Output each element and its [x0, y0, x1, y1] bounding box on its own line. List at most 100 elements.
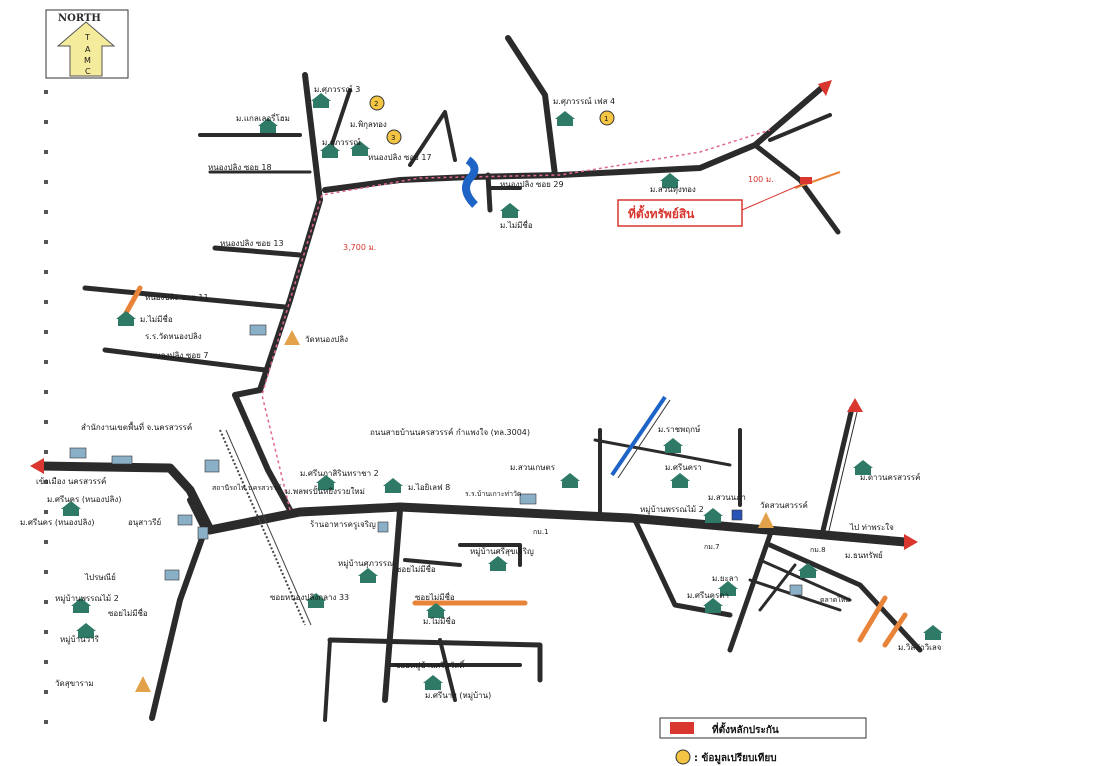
- soi-label: หนองปลิง ซอย 7: [150, 351, 208, 360]
- road-north-south: [232, 72, 323, 513]
- road-right-9: [758, 563, 797, 612]
- house-icon: [488, 556, 508, 571]
- road-upper-right-branch: [768, 113, 832, 142]
- house-icon: [663, 438, 683, 453]
- village-label: ม.สวนนภา: [708, 493, 746, 502]
- village-label: หมู่บ้านศุภวรรณ: [338, 559, 395, 569]
- village-label: หมู่บ้านพรรณไม้ 2: [55, 594, 119, 604]
- place-label: ร.ร.บ้านเกาะท่าวัด: [465, 490, 521, 498]
- village-label: ม.ศุภวรรณ์ 3: [314, 84, 360, 94]
- village-label: ม.ยะลา: [712, 574, 738, 583]
- road-soi-13: [212, 245, 303, 258]
- road-network: [35, 35, 923, 722]
- house-icon: [703, 598, 723, 613]
- house-icon: [670, 473, 690, 488]
- house-icon: [358, 568, 378, 583]
- marker-label: 1: [604, 115, 608, 123]
- legend-subject-label: ที่ตั้งหลักประกัน: [712, 722, 779, 736]
- soi-label: หนองปลิง ซอย 13: [220, 239, 284, 248]
- road-right-6: [767, 542, 923, 653]
- arrow-up-right: [818, 80, 832, 96]
- road-right-5: [727, 532, 773, 653]
- house-icon: [718, 581, 738, 596]
- road-upper-left-3: [408, 110, 457, 167]
- comparable-markers: 2 3 1: [369, 95, 615, 145]
- village-label: ม.ศรีนครดา: [687, 591, 729, 600]
- village-label: ม.พลพรปั้นหยิงรวยใหม่: [285, 485, 365, 496]
- road-soi-7: [102, 347, 268, 373]
- road-south-2: [327, 637, 543, 683]
- marker-label: 2: [374, 100, 378, 108]
- legend-marker-swatch: [675, 749, 691, 765]
- railway: [219, 429, 312, 626]
- village-label: หมู่บ้านพรรณไม้ 2: [640, 505, 704, 515]
- building-icon: [197, 526, 209, 540]
- map-labels: ม.แกลเลอรี่โฮม ม.ศุภวรรณ์ 3 ม.ศุภวรรณ์ ม…: [20, 84, 942, 701]
- direction-label: ไป ท่าพระใจ: [849, 523, 894, 532]
- arrow-up: [847, 398, 863, 412]
- main-road: [35, 461, 910, 547]
- building-icon: [377, 521, 389, 533]
- building-icon: [164, 569, 180, 581]
- compass-letter: C: [85, 67, 91, 76]
- canal: [462, 156, 671, 479]
- distance-label: 100 ม.: [748, 175, 774, 184]
- distance-label: 3,700 ม.: [343, 243, 376, 252]
- building-icon: [111, 455, 133, 465]
- house-icon: [423, 675, 443, 690]
- village-label: ม.ศุภวรรณ์: [322, 137, 361, 147]
- house-icon: [703, 508, 723, 523]
- place-label: วัดสุขาราม: [55, 679, 94, 688]
- building-icon: [69, 447, 87, 459]
- house-icon: [923, 625, 943, 640]
- temple-icon: [758, 512, 774, 528]
- house-icon: [500, 203, 520, 218]
- place-label: ไปรษณีย์: [84, 572, 116, 582]
- village-label: ม.พิกุลทอง: [350, 120, 387, 129]
- road-south-6: [458, 543, 522, 567]
- road-soi-29: [485, 172, 493, 213]
- soi-label: ซอยหนองปลิงกลาง 33: [270, 593, 349, 602]
- house-icon: [853, 460, 873, 475]
- soi-label: หนองปลิง ซอย 18: [208, 163, 272, 172]
- village-label: ม.ไม่มีชื่อ: [140, 313, 173, 324]
- place-label: ร.ร.วัดหนองปลิง: [145, 332, 202, 341]
- direction-label: เข้าเมือง นครสวรรค์: [36, 476, 106, 486]
- road-soi-11: [82, 285, 288, 310]
- house-icon: [76, 623, 96, 638]
- village-label: ม.ราชพฤกษ์: [658, 424, 700, 434]
- place-label: ร้านอาหารครูเจริญ: [310, 520, 376, 530]
- road-top-north: [505, 35, 558, 178]
- village-label: ม.ไอยิเลฟ 8: [408, 483, 450, 492]
- north-compass: NORTH T A M C: [45, 9, 129, 79]
- road-upper-left-2: [328, 88, 352, 152]
- road-south-7: [403, 558, 462, 567]
- temple-icons: [135, 330, 774, 692]
- route-to-subject: [261, 129, 771, 511]
- road-south-1: [382, 507, 403, 703]
- house-icon: [316, 475, 336, 490]
- main-road-label: ถนนสายบ้านนครสวรรค์ กำแพงใจ (ทล.3004): [370, 427, 530, 437]
- arrow-left: [30, 458, 44, 474]
- temple-icon: [135, 676, 151, 692]
- building-icons: [69, 324, 803, 596]
- margin-ticks: [44, 90, 48, 724]
- road-far-right-north-2: [827, 407, 859, 536]
- house-icon: [426, 603, 446, 618]
- legend-subject-swatch: [670, 722, 694, 734]
- village-label: ม.ศรีนครา: [665, 463, 702, 472]
- compass-letter: A: [85, 45, 91, 54]
- subject-pointer: [741, 184, 801, 211]
- road-south-4: [438, 638, 457, 702]
- subject-parcel: [800, 177, 812, 184]
- house-icon: [798, 563, 818, 578]
- place-label: ตลาดใหม่: [820, 595, 850, 604]
- soi-label: หนองปลิง ซอย 11: [145, 293, 209, 302]
- building-icon: [731, 509, 743, 521]
- place-label: สถานีรถไฟ นครสวรรค์: [212, 483, 282, 492]
- soi-label: ซอยไม่มีชื่อ: [108, 607, 148, 618]
- soi-label: หนองปลิง ซอย 29: [500, 180, 564, 189]
- compass-letter: T: [84, 33, 90, 42]
- orange-roads: [122, 285, 908, 648]
